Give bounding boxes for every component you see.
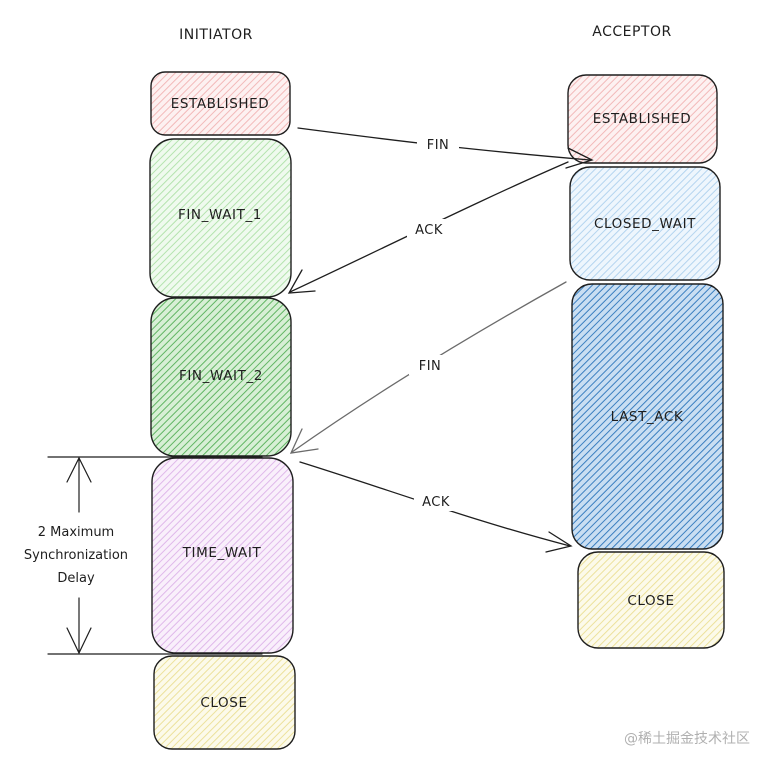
state-label: CLOSED_WAIT — [594, 216, 696, 232]
delay-label-line-2: Synchronization — [24, 548, 128, 563]
message-label-ack-2: ACK — [422, 495, 450, 510]
state-label: LAST_ACK — [611, 409, 684, 425]
initiator-title: INITIATOR — [179, 27, 253, 43]
acceptor-state-closed-wait: CLOSED_WAIT — [569, 166, 721, 281]
arrow-fin-2: FIN — [289, 281, 567, 454]
acceptor-state-close: CLOSE — [577, 551, 725, 649]
delay-label-line-1: 2 Maximum — [38, 525, 114, 540]
watermark: @稀土掘金技术社区 — [624, 731, 750, 747]
delay-dimension: 2 Maximum Synchronization Delay — [24, 456, 263, 655]
message-label-fin-1: FIN — [427, 138, 450, 153]
state-label: CLOSE — [200, 695, 247, 711]
arrow-ack-1: ACK — [287, 161, 569, 294]
message-label-ack-1: ACK — [415, 223, 443, 238]
state-label: FIN_WAIT_1 — [178, 207, 262, 223]
state-label: CLOSE — [627, 593, 674, 609]
initiator-state-time-wait: TIME_WAIT — [151, 457, 294, 654]
initiator-state-close: CLOSE — [153, 655, 296, 750]
arrow-fin-1: FIN — [297, 127, 594, 169]
initiator-state-fin-wait-1: FIN_WAIT_1 — [149, 138, 292, 298]
state-label: FIN_WAIT_2 — [179, 368, 263, 384]
state-label: ESTABLISHED — [593, 111, 692, 127]
initiator-state-fin-wait-2: FIN_WAIT_2 — [150, 297, 292, 457]
acceptor-state-established: ESTABLISHED — [567, 74, 718, 164]
state-label: TIME_WAIT — [182, 545, 262, 561]
acceptor-state-last-ack: LAST_ACK — [571, 283, 724, 550]
state-label: ESTABLISHED — [171, 96, 270, 112]
initiator-state-established: ESTABLISHED — [150, 71, 291, 136]
delay-label-line-3: Delay — [57, 571, 95, 586]
acceptor-title: ACCEPTOR — [592, 24, 671, 40]
message-label-fin-2: FIN — [419, 359, 442, 374]
arrow-ack-2: ACK — [299, 461, 573, 553]
